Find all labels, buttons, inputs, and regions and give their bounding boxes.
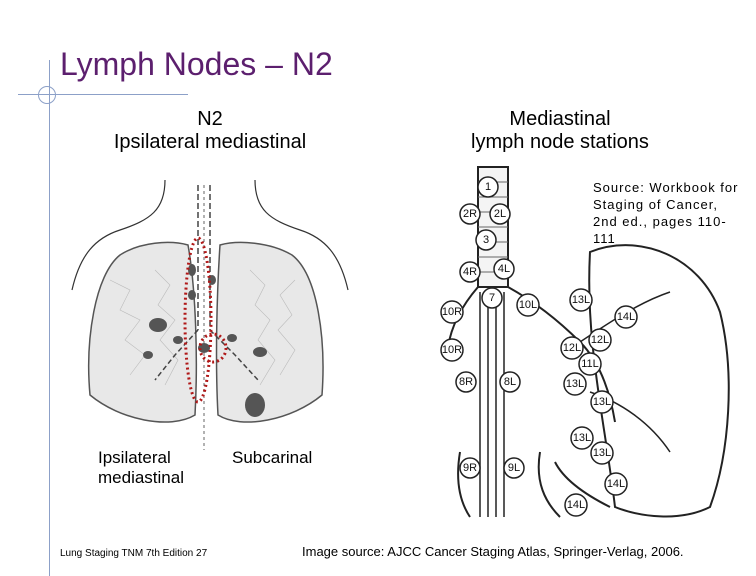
station-3: 3 bbox=[483, 234, 489, 246]
left-bronchus bbox=[209, 329, 259, 381]
station-14L-bottom: 14L bbox=[567, 499, 585, 511]
station-13L-right: 13L bbox=[593, 396, 611, 408]
station-9R: 9R bbox=[463, 462, 477, 474]
station-map: 1 2R 2L 3 4R 4L 7 10L 10R 8R 8L 13L 14L … bbox=[440, 166, 730, 518]
station-2R: 2R bbox=[463, 208, 477, 220]
left-lung bbox=[215, 241, 324, 423]
station-circles bbox=[440, 176, 638, 517]
lower-vessels bbox=[457, 451, 611, 518]
right-lung bbox=[88, 241, 198, 423]
ipsilateral-label-line-1: Ipsilateral bbox=[98, 448, 171, 467]
station-8R: 8R bbox=[459, 376, 473, 388]
station-14L-upper: 14L bbox=[617, 311, 635, 323]
left-heading: N2 Ipsilateral mediastinal bbox=[80, 108, 340, 154]
station-8L: 8L bbox=[504, 376, 516, 388]
ipsilateral-label: Ipsilateral mediastinal bbox=[98, 448, 184, 488]
decor-circle bbox=[38, 86, 56, 104]
decor-horizontal-line bbox=[18, 94, 188, 95]
subcarinal-highlight bbox=[198, 332, 228, 364]
station-10R: 10R bbox=[442, 306, 462, 318]
right-heading-line-1: Mediastinal bbox=[509, 108, 611, 130]
right-heading-line-2: lymph node stations bbox=[471, 131, 649, 153]
source-note: Source: Workbook for Staging of Cancer, … bbox=[593, 180, 739, 246]
subcarinal-label: Subcarinal bbox=[232, 448, 313, 467]
right-heading: Mediastinal lymph node stations bbox=[430, 108, 690, 154]
right-shoulder-outline bbox=[254, 180, 349, 291]
esophagus bbox=[479, 292, 505, 517]
decor-vertical-line bbox=[49, 60, 50, 576]
slide-title: Lymph Nodes – N2 bbox=[60, 46, 333, 82]
station-10R-lower: 10R bbox=[442, 344, 462, 356]
station-7: 7 bbox=[489, 292, 495, 304]
right-bronchus bbox=[154, 329, 199, 381]
station-12L: 12L bbox=[563, 342, 581, 354]
footer-left: Lung Staging TNM 7th Edition 27 bbox=[60, 548, 208, 559]
left-heading-line-2: Ipsilateral mediastinal bbox=[113, 131, 307, 153]
left-shoulder-outline bbox=[71, 180, 166, 291]
station-13L-mid: 13L bbox=[566, 378, 584, 390]
station-4R: 4R bbox=[463, 266, 477, 278]
station-13L-bottom: 13L bbox=[593, 447, 611, 459]
station-10L: 10L bbox=[519, 299, 537, 311]
station-2L: 2L bbox=[494, 208, 506, 220]
ipsilateral-label-line-2: mediastinal bbox=[98, 468, 184, 487]
chest-illustration bbox=[71, 180, 349, 450]
footer-image-source: Image source: AJCC Cancer Staging Atlas,… bbox=[302, 544, 684, 559]
station-12L-upper: 12L bbox=[591, 334, 609, 346]
left-heading-line-1: N2 bbox=[197, 108, 223, 130]
station-13L-lower: 13L bbox=[573, 432, 591, 444]
ipsilateral-highlight bbox=[183, 236, 213, 404]
station-13L-upper: 13L bbox=[572, 294, 590, 306]
lymph-nodes bbox=[143, 264, 267, 417]
station-14L-right: 14L bbox=[607, 478, 625, 490]
station-1: 1 bbox=[485, 181, 491, 193]
station-9L: 9L bbox=[508, 462, 520, 474]
station-11L: 11L bbox=[581, 358, 599, 370]
station-4L: 4L bbox=[498, 263, 510, 275]
